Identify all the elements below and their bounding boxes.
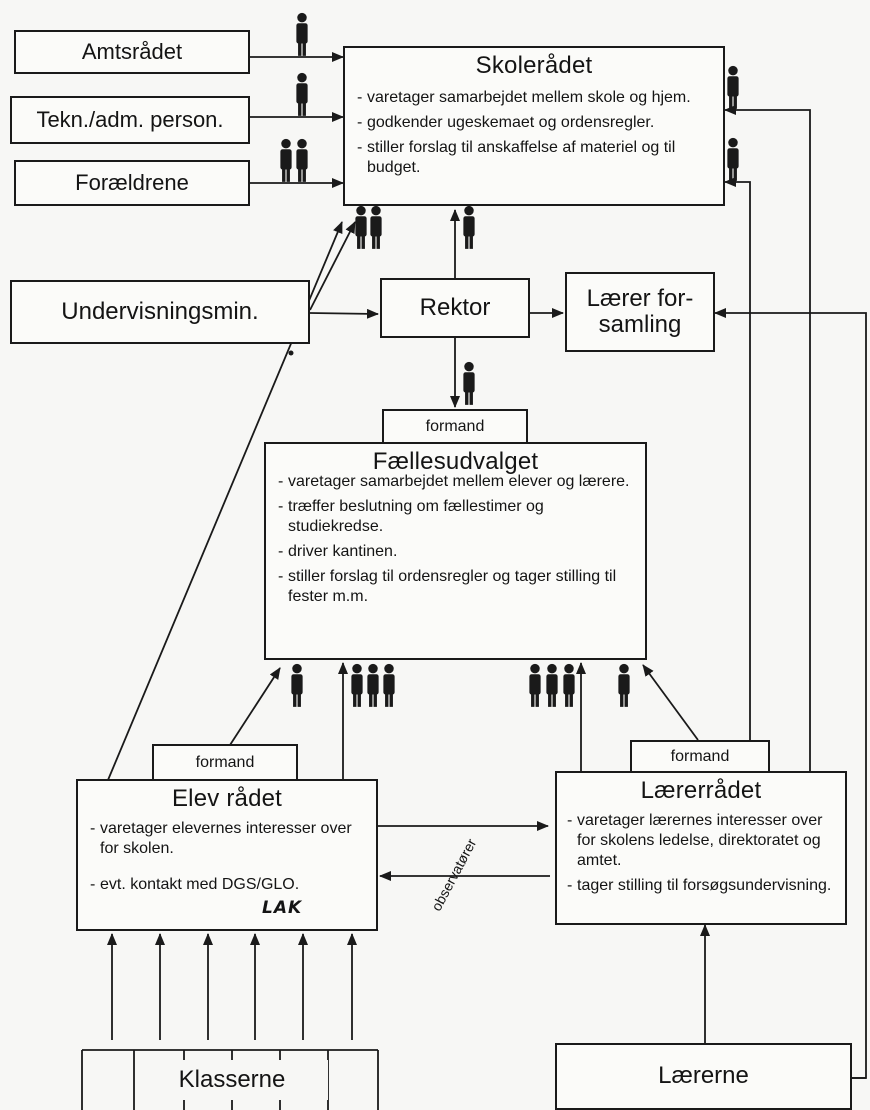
person-figure-icon [383, 663, 395, 707]
person-figure-icon [727, 137, 739, 181]
arrow-laererne-skoleraadet [724, 105, 811, 774]
person-figure-icon [280, 138, 292, 182]
person-figure-icon [563, 663, 575, 707]
elevraadet-item: varetager elevernes interesser over for … [90, 819, 372, 859]
person-figure-icon [370, 205, 382, 249]
undervisningsmin-box: Undervisningsmin. [10, 280, 310, 344]
laererforsamling-line-2: samling [598, 311, 682, 338]
faellesudvalget-item: varetager samarbejdet mellem elever og l… [278, 472, 638, 492]
laereraadet-box: Lærerrådet varetager lærernes interesser… [555, 771, 847, 925]
person-figure-icon [727, 65, 739, 109]
skoleraadet-item: godkender ugeskemaet og ordensregler. [357, 113, 719, 133]
laereraadet-title: Lærerrådet [640, 777, 762, 804]
arrow-elevraadet-faellesudvalget-1 [229, 667, 281, 746]
laererforsamling-box: Lærer for- samling [565, 272, 715, 352]
skoleraadet-item: varetager samarbejdet mellem skole og hj… [357, 88, 719, 108]
person-figure-icon [529, 663, 541, 707]
arrow-laereraadet-skoleraadet-right [724, 177, 751, 740]
arrow-undervisningsmin-rektor [309, 308, 379, 319]
person-figure-icon [355, 205, 367, 249]
person-figure-icon [463, 205, 475, 249]
arrow-laereraadet-faellesudvalget-2 [642, 664, 699, 741]
arrow-laererne-laererforsamling [714, 308, 867, 1079]
tekn-adm-person-box: Tekn./adm. person. [10, 96, 250, 144]
elevraadet-box: Elev rådet varetager elevernes interesse… [76, 779, 378, 931]
foraeldrene-box: Forældrene [14, 160, 250, 206]
person-figure-icon [291, 663, 303, 707]
person-figure-icon [296, 12, 308, 56]
person-figure-icon [296, 72, 308, 116]
faellesudvalget-title: Fællesudvalget [372, 448, 539, 475]
laererne-box: Lærerne [555, 1043, 852, 1110]
person-figure-icon [463, 361, 475, 405]
rektor-box: Rektor [380, 278, 530, 338]
elevraadet-title: Elev rådet [171, 785, 283, 812]
laereraadet-formand-tab: formand [630, 740, 770, 772]
skoleraadet-item: stiller forslag til anskaffelse af mater… [357, 138, 719, 178]
laereraadet-list: varetager lærernes interesser over for s… [567, 811, 843, 901]
faellesudvalget-item: driver kantinen. [278, 542, 638, 562]
person-figure-icon [296, 138, 308, 182]
faellesudvalget-item: træffer beslutning om fællestimer og stu… [278, 497, 638, 537]
skoleraadet-title: Skolerådet [475, 52, 593, 79]
elevraadet-handwritten-note: LAK [262, 898, 303, 918]
laereraadet-item: tager stilling til forsøgsundervisning. [567, 876, 843, 896]
person-figure-icon [367, 663, 379, 707]
faellesudvalget-box: Fællesudvalget varetager samarbejdet mel… [264, 442, 647, 660]
skoleraadet-box: Skolerådet varetager samarbejdet mellem … [343, 46, 725, 206]
person-figure-icon [618, 663, 630, 707]
elevraadet-formand-tab: formand [152, 744, 298, 780]
elevraadet-list: varetager elevernes interesser over for … [90, 819, 372, 900]
skoleraadet-list: varetager samarbejdet mellem skole og hj… [357, 88, 719, 183]
faellesudvalget-item: stiller forslag til ordensregler og tage… [278, 567, 638, 607]
laereraadet-item: varetager lærernes interesser over for s… [567, 811, 843, 871]
faellesudvalget-list: varetager samarbejdet mellem elever og l… [278, 472, 638, 612]
klasserne-label: Klasserne [136, 1060, 328, 1100]
laererforsamling-line-1: Lærer for- [586, 284, 694, 312]
person-figure-icon [546, 663, 558, 707]
elevraadet-item: evt. kontakt med DGS/GLO. [90, 875, 372, 895]
arrow-undervisningsmin-skoleraadet [309, 221, 356, 311]
faellesudvalget-formand-tab: formand [382, 409, 528, 443]
amtsraadet-box: Amtsrådet [14, 30, 250, 74]
person-figure-icon [351, 663, 363, 707]
